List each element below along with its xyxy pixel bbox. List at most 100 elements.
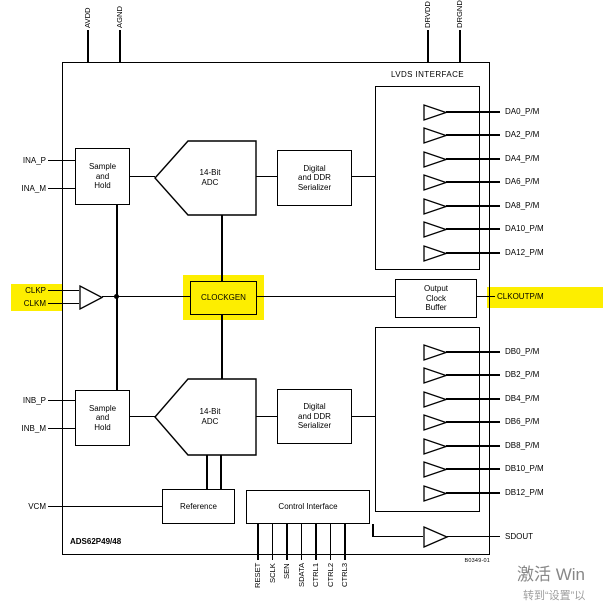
wire-ser-b-to-lvds-b bbox=[352, 416, 375, 418]
highlight-clkout bbox=[487, 287, 603, 308]
pin-label-sdata: SDATA bbox=[296, 562, 306, 587]
wire-db6-p-m bbox=[446, 421, 500, 423]
pin-label-da2-p-m: DA2_P/M bbox=[505, 130, 540, 139]
wire-db10-p-m bbox=[446, 468, 500, 470]
wire-clock-to-adc-b bbox=[221, 315, 223, 379]
pin-label-db0-p-m: DB0_P/M bbox=[505, 347, 540, 356]
pin-wire-drvdd bbox=[427, 30, 429, 63]
lvds-a-buffer-icon-da12-p-m bbox=[423, 244, 448, 262]
wire-da2-p-m bbox=[446, 134, 500, 136]
wire-adc-b-to-reference-2 bbox=[220, 455, 222, 489]
block-clockgen: CLOCKGEN bbox=[190, 281, 257, 315]
block-control-interface: Control Interface bbox=[246, 490, 370, 524]
pin-label-ctrl3: CTRL3 bbox=[340, 562, 349, 587]
lvds-b-buffer-icon-db2-p-m bbox=[423, 366, 448, 384]
pin-wire-ctrl3 bbox=[344, 524, 346, 560]
pin-wire-agnd bbox=[119, 30, 121, 63]
adc-a-shape bbox=[154, 140, 257, 216]
wire-db12-p-m bbox=[446, 492, 500, 494]
pin-label-ctrl2: CTRL2 bbox=[325, 562, 335, 587]
sdout-buffer-icon bbox=[423, 526, 449, 548]
pin-label-avdd: AVDD bbox=[83, 7, 92, 28]
lvds-b-buffer-icon-db10-p-m bbox=[423, 460, 448, 478]
wire-ina-p bbox=[48, 160, 75, 162]
wire-clkm bbox=[48, 303, 79, 305]
block-sample-hold-a: Sample and Hold bbox=[75, 148, 130, 205]
wire-db2-p-m bbox=[446, 374, 500, 376]
wire-db4-p-m bbox=[446, 398, 500, 400]
pin-label-drvdd: DRVDD bbox=[423, 1, 432, 28]
wire-sdout-out bbox=[447, 536, 500, 538]
pin-label-da6-p-m: DA6_P/M bbox=[505, 177, 540, 186]
pin-label-drgnd: DRGND bbox=[455, 0, 464, 28]
chip-boundary bbox=[62, 62, 490, 555]
pin-label-db2-p-m: DB2_P/M bbox=[505, 370, 540, 379]
pin-wire-reset bbox=[257, 524, 259, 560]
pin-label-db12-p-m: DB12_P/M bbox=[505, 488, 544, 497]
lvds-a-buffer-icon-da0-p-m bbox=[423, 103, 448, 121]
pin-wire-avdd bbox=[87, 30, 89, 63]
adc-a-label: 14-Bit ADC bbox=[199, 168, 221, 187]
pin-label-ctrl1: CTRL1 bbox=[311, 562, 320, 587]
pin-label-db6-p-m: DB6_P/M bbox=[505, 417, 540, 426]
pin-wire-drgnd bbox=[459, 30, 461, 63]
wire-ina-m bbox=[48, 188, 75, 190]
block-serializer-b: Digital and DDR Serializer bbox=[277, 389, 352, 444]
pin-label-db8-p-m: DB8_P/M bbox=[505, 441, 540, 450]
lvds-b-buffer-icon-db12-p-m bbox=[423, 484, 448, 502]
block-reference: Reference bbox=[162, 489, 235, 524]
block-output-clock-buffer: Output Clock Buffer bbox=[395, 279, 477, 318]
pin-label-reset: RESET bbox=[253, 562, 262, 588]
block-sample-hold-b: Sample and Hold bbox=[75, 390, 130, 446]
pin-label-sen: SEN bbox=[282, 563, 291, 579]
lvds-b-box bbox=[375, 327, 480, 512]
pin-label-ina-p: INA_P bbox=[22, 156, 46, 165]
wire-db0-p-m bbox=[446, 351, 500, 353]
wire-db8-p-m bbox=[446, 445, 500, 447]
wire-da12-p-m bbox=[446, 252, 500, 254]
pin-label-inb-p: INB_P bbox=[22, 396, 46, 405]
adc-b-label: 14-Bit ADC bbox=[199, 407, 221, 426]
wire-clockgen-to-output-buffer bbox=[257, 296, 395, 298]
pin-label-da10-p-m: DA10_P/M bbox=[505, 224, 544, 233]
pin-label-inb-m: INB_M bbox=[21, 424, 46, 433]
wire-sh-b-to-adc-b bbox=[130, 416, 155, 418]
wire-adc-b-to-reference-1 bbox=[206, 455, 208, 489]
lvds-a-buffer-icon-da8-p-m bbox=[423, 197, 448, 215]
lvds-a-buffer-icon-da4-p-m bbox=[423, 150, 448, 168]
pin-label-clkm: CLKM bbox=[23, 299, 46, 308]
pin-label-da0-p-m: DA0_P/M bbox=[505, 107, 540, 116]
wire-ser-a-to-lvds-a bbox=[352, 176, 375, 178]
lvds-interface-label: LVDS INTERFACE bbox=[390, 70, 465, 79]
pin-label-sdout: SDOUT bbox=[505, 532, 533, 541]
figure-code: B0349-01 bbox=[464, 558, 490, 564]
adc-b-shape bbox=[154, 378, 257, 456]
lvds-a-buffer-icon-da6-p-m bbox=[423, 173, 448, 191]
wire-clkbuf-to-clockgen bbox=[102, 296, 190, 298]
part-number-label: ADS62P49/48 bbox=[70, 537, 122, 546]
lvds-a-buffer-icon-da2-p-m bbox=[423, 126, 448, 144]
pin-label-da12-p-m: DA12_P/M bbox=[505, 248, 544, 257]
pin-label-agnd: AGND bbox=[115, 6, 124, 28]
wire-inb-m bbox=[48, 428, 75, 430]
lvds-b-buffer-icon-db0-p-m bbox=[423, 343, 448, 361]
watermark-activate-windows: 激活 Win bbox=[517, 565, 585, 584]
pin-label-clkp: CLKP bbox=[25, 286, 46, 295]
lvds-a-buffer-icon-da10-p-m bbox=[423, 220, 448, 238]
wire-clock-to-adc-a bbox=[221, 215, 223, 281]
pin-wire-sclk bbox=[271, 524, 274, 560]
clock-junction-dot bbox=[114, 294, 119, 299]
pin-label-ina-m: INA_M bbox=[21, 184, 46, 193]
wire-output-buffer-to-clkout bbox=[477, 296, 495, 298]
wire-da4-p-m bbox=[446, 158, 500, 160]
lvds-b-buffer-icon-db6-p-m bbox=[423, 413, 448, 431]
wire-da0-p-m bbox=[446, 111, 500, 113]
pin-label-clkoutpm: CLKOUTP/M bbox=[497, 292, 544, 301]
lvds-b-buffer-icon-db8-p-m bbox=[423, 437, 448, 455]
pin-wire-ctrl1 bbox=[315, 524, 317, 560]
block-serializer-a: Digital and DDR Serializer bbox=[277, 150, 352, 206]
wire-sh-a-to-adc-a bbox=[130, 176, 155, 178]
lvds-a-box bbox=[375, 86, 480, 270]
pin-label-db4-p-m: DB4_P/M bbox=[505, 394, 540, 403]
